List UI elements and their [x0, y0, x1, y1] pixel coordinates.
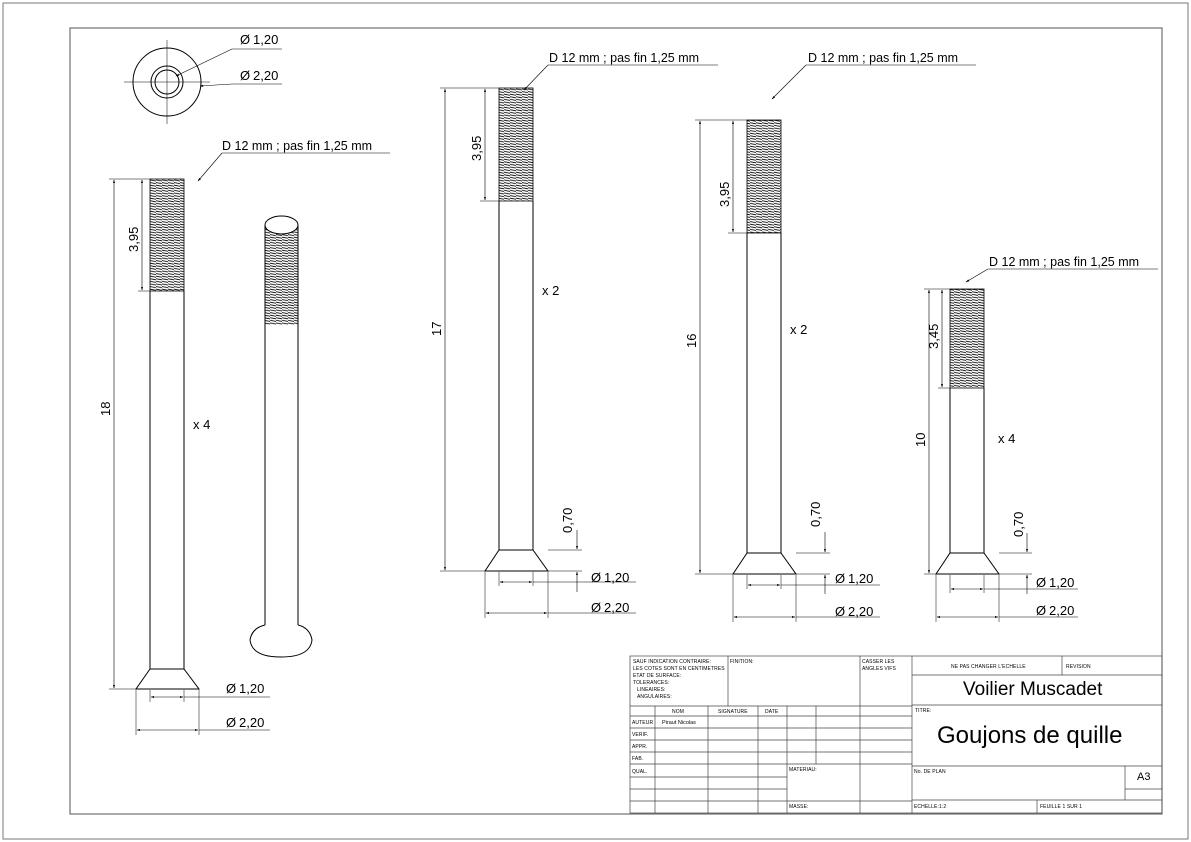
qty-stud-16: x 2: [790, 322, 807, 337]
dim-length-16: 16: [684, 334, 699, 348]
col-signature: SIGNATURE: [718, 709, 748, 715]
title-label: TITRE:: [915, 708, 931, 714]
diameter-symbol-icon: Ø: [226, 681, 236, 696]
diameter-symbol-icon: Ø: [226, 715, 236, 730]
col-date: DATE: [765, 709, 779, 715]
diameter-symbol-icon: Ø: [591, 570, 601, 585]
stud-18-front-view: [109, 152, 390, 735]
sheet-number: FEUILLE 1 SUR 1: [1040, 804, 1082, 810]
qty-stud-18: x 4: [193, 417, 210, 432]
dim-dia-stud16-head: 2,20: [848, 604, 873, 619]
dim-dia-stud17-head: 2,20: [604, 600, 629, 615]
diameter-symbol-icon: Ø: [240, 32, 250, 47]
diameter-symbol-icon: Ø: [835, 571, 845, 586]
project-name: Voilier Muscadet: [963, 679, 1103, 700]
dim-dia-stud18-shank: 1,20: [239, 681, 264, 696]
dim-dia-stud10-shank: 1,20: [1049, 575, 1074, 590]
dim-head-070-b: 0,70: [808, 502, 823, 527]
deburr-note-2: ANGLES VIFS: [862, 666, 896, 672]
stud-10-front-view: [924, 268, 1158, 622]
finish-label: FINITION:: [730, 659, 754, 665]
row-fab: FAB.: [632, 756, 643, 762]
title-block: [629, 655, 1163, 814]
qty-stud-10: x 4: [998, 431, 1015, 446]
drawing-frame: [69, 27, 1163, 815]
row-verif: VERIF.: [632, 732, 648, 738]
dim-dia-stud10-head: 2,20: [1049, 603, 1074, 618]
qty-stud-17: x 2: [542, 283, 559, 298]
mass-label: MASSE:: [789, 804, 809, 810]
stud-16-front-view: [695, 64, 976, 622]
sheet-size: A3: [1137, 771, 1150, 783]
row-auteur: AUTEUR: [632, 720, 653, 726]
top-view-ring: [124, 40, 282, 124]
revision-label: REVISION: [1066, 664, 1091, 670]
diameter-symbol-icon: Ø: [240, 68, 250, 83]
note-line: SAUF INDICATION CONTRAIRE:: [633, 659, 711, 665]
diameter-symbol-icon: Ø: [835, 604, 845, 619]
stud-isometric-view: [249, 215, 313, 658]
dim-dia-stud17-shank: 1,20: [604, 570, 629, 585]
scale-label: ECHELLE:1:2: [914, 804, 946, 810]
thread-note-stud-10: D 12 mm ; pas fin 1,25 mm: [989, 255, 1139, 269]
note-line: LINEAIRES:: [637, 687, 666, 693]
no-scale-note: NE PAS CHANGER L'ECHELLE: [951, 664, 1026, 670]
deburr-note-1: CASSER LES: [862, 659, 895, 665]
thread-note-stud-18: D 12 mm ; pas fin 1,25 mm: [222, 139, 372, 153]
dim-dia-outer: 2,20: [253, 68, 278, 83]
material-label: MATERIAU:: [789, 767, 817, 773]
dim-thread-395-b: 3,95: [469, 136, 484, 161]
note-line: TOLERANCES:: [633, 680, 669, 686]
diameter-symbol-icon: Ø: [591, 600, 601, 615]
thread-note-stud-16: D 12 mm ; pas fin 1,25 mm: [808, 51, 958, 65]
dim-length-18: 18: [98, 402, 113, 416]
diameter-symbol-icon: Ø: [1036, 575, 1046, 590]
row-appr: APPR.: [632, 744, 648, 750]
author-name: Piraut Nicolas: [662, 720, 696, 726]
dim-head-070-a: 0,70: [560, 508, 575, 533]
dim-dia-stud18-head: 2,20: [239, 715, 264, 730]
thread-note-stud-17: D 12 mm ; pas fin 1,25 mm: [549, 51, 699, 65]
dim-head-070-c: 0,70: [1011, 512, 1026, 537]
col-nom: NOM: [672, 709, 684, 715]
dim-thread-395-c: 3,95: [717, 182, 732, 207]
stud-17-front-view: [440, 64, 718, 618]
diameter-symbol-icon: Ø: [1036, 603, 1046, 618]
dim-length-10: 10: [913, 433, 928, 447]
dim-dia-stud16-shank: 1,20: [848, 571, 873, 586]
dim-dia-inner: 1,20: [253, 32, 278, 47]
dim-thread-395-a: 3,95: [126, 227, 141, 252]
title-block-general-note: SAUF INDICATION CONTRAIRE: LES COTES SON…: [633, 659, 725, 700]
drawing-title: Goujons de quille: [937, 722, 1122, 749]
note-line: LES COTES SONT EN CENTIMETRES: [633, 666, 725, 672]
row-qual: QUAL.: [632, 769, 648, 775]
dim-length-17: 17: [429, 322, 444, 336]
dim-thread-345: 3,45: [926, 324, 941, 349]
note-line: ANGULAIRES:: [637, 694, 672, 700]
note-line: ETAT DE SURFACE:: [633, 673, 681, 679]
drawing-number-label: No. DE PLAN: [914, 769, 946, 775]
